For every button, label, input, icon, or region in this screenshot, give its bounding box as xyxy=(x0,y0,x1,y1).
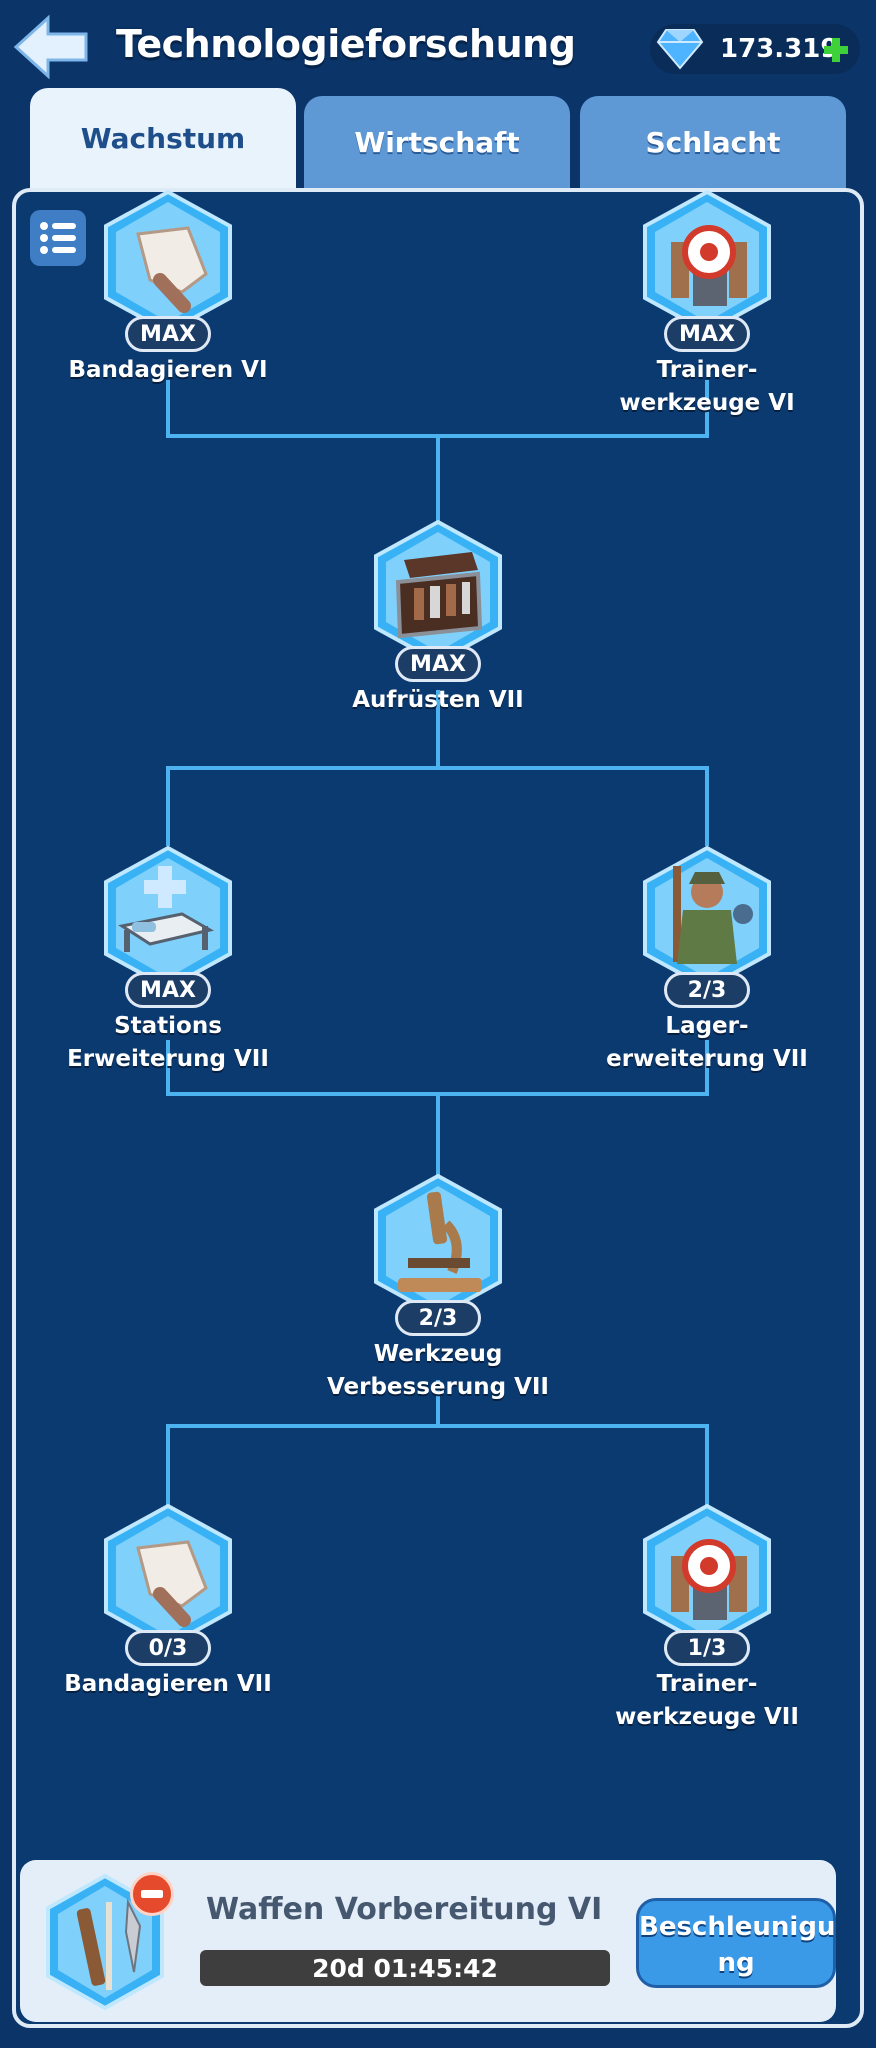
back-arrow-icon xyxy=(13,14,88,80)
minus-icon xyxy=(141,1890,163,1898)
research-title: Waffen Vorbereitung VI xyxy=(206,1892,603,1927)
gem-count: 173.319 xyxy=(720,34,839,64)
tech-node-trainerwerkzeuge-vii[interactable]: 1/3 xyxy=(637,1502,777,1666)
tab-wachstum[interactable]: Wachstum xyxy=(30,88,296,188)
add-gems-icon[interactable] xyxy=(822,36,850,64)
tech-node-stations-erweiterung-vii[interactable]: MAX xyxy=(98,844,238,1008)
node-label: Bandagieren VI xyxy=(68,357,268,383)
tech-node-bandagieren-vii[interactable]: 0/3 xyxy=(98,1502,238,1666)
node-label: Trainer-werkzeuge VII xyxy=(615,1671,799,1730)
node-label: Lager-erweiterung VII xyxy=(606,1013,808,1072)
speed-up-label-line1: Beschleunigu xyxy=(639,1912,836,1942)
list-icon xyxy=(40,222,76,254)
hospital-bed-icon xyxy=(104,845,232,991)
weapons-icon xyxy=(46,1873,164,2011)
level-badge: 2/3 xyxy=(664,972,750,1008)
tab-schlacht[interactable]: Schlacht xyxy=(580,96,846,188)
back-button[interactable] xyxy=(10,12,92,82)
microscope-icon xyxy=(374,1173,502,1319)
tech-node-trainerwerkzeuge-vi[interactable]: MAX xyxy=(637,188,777,352)
level-badge: MAX xyxy=(664,316,750,352)
gem-icon xyxy=(656,29,704,70)
page-title: Technologieforschung xyxy=(116,22,576,66)
level-badge: 1/3 xyxy=(664,1630,750,1666)
list-view-button[interactable] xyxy=(30,210,86,266)
tab-wirtschaft[interactable]: Wirtschaft xyxy=(304,96,570,188)
node-label: Bandagieren VII xyxy=(64,1671,272,1697)
level-badge: MAX xyxy=(125,316,211,352)
level-badge: 2/3 xyxy=(395,1300,481,1336)
tech-node-aufruesten-vii[interactable]: MAX xyxy=(368,518,508,682)
node-label: Aufrüsten VII xyxy=(352,687,524,713)
tech-node-bandagieren-vi[interactable]: MAX xyxy=(98,188,238,352)
speed-up-label-line2: ng xyxy=(717,1948,755,1978)
bandage-icon xyxy=(104,189,232,335)
level-badge: MAX xyxy=(125,972,211,1008)
tech-node-lagererweiterung-vii[interactable]: 2/3 xyxy=(637,844,777,1008)
bandage-icon xyxy=(104,1503,232,1649)
training-dummy-icon xyxy=(643,1503,771,1649)
tech-node-werkzeug-verbesserung-vii[interactable]: 2/3 xyxy=(368,1172,508,1336)
node-label: Trainer-werkzeuge VI xyxy=(619,357,795,416)
speed-up-button[interactable]: Beschleunigu ng xyxy=(636,1898,836,1988)
level-badge: 0/3 xyxy=(125,1630,211,1666)
toolbox-icon xyxy=(374,519,502,665)
research-timer: 20d 01:45:42 xyxy=(200,1950,610,1986)
cancel-research-button[interactable] xyxy=(130,1872,174,1916)
level-badge: MAX xyxy=(395,646,481,682)
soldier-icon xyxy=(643,845,771,991)
training-dummy-icon xyxy=(643,189,771,335)
